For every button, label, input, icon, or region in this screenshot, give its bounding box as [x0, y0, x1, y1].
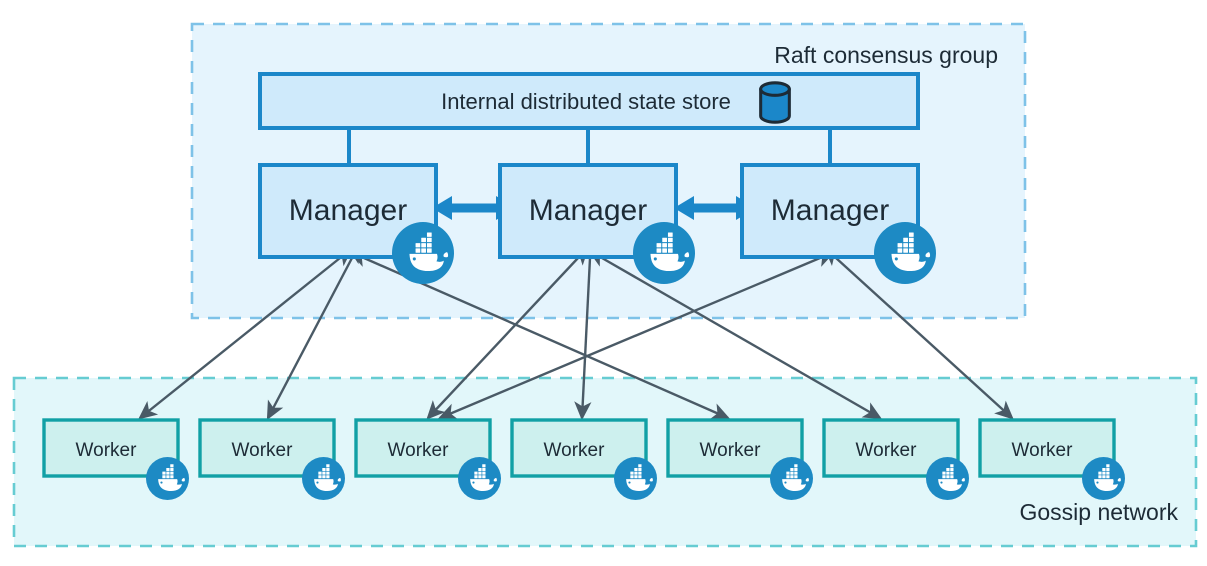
worker-node-4[interactable]: Worker [510, 418, 657, 500]
docker-whale-icon [874, 222, 936, 284]
worker-label-3: Worker [388, 440, 450, 461]
worker-label-1: Worker [76, 440, 138, 461]
manager-label-2: Manager [529, 194, 647, 227]
link-manager1-worker2 [266, 243, 360, 421]
gossip-panel-label: Gossip network [1019, 499, 1178, 525]
docker-whale-icon [614, 457, 657, 500]
worker-node-1[interactable]: Worker [42, 418, 189, 500]
docker-whale-icon [302, 457, 345, 500]
manager-label-1: Manager [289, 194, 407, 227]
internal-state-store-node[interactable]: Internal distributed state store [258, 72, 920, 130]
state-store-connectors [347, 128, 832, 165]
manager-node-2[interactable]: Manager [498, 163, 695, 284]
link-manager3-worker7 [823, 247, 1014, 420]
worker-label-6: Worker [856, 440, 918, 461]
docker-whale-icon [1082, 457, 1125, 500]
worker-node-6[interactable]: Worker [822, 418, 969, 500]
worker-node-3[interactable]: Worker [354, 418, 501, 500]
worker-label-5: Worker [700, 440, 762, 461]
docker-whale-icon [770, 457, 813, 500]
database-cylinder-icon [759, 81, 791, 124]
manager-node-1[interactable]: Manager [258, 163, 454, 284]
state-store-box[interactable] [258, 72, 920, 130]
docker-whale-icon [146, 457, 189, 500]
docker-whale-icon [458, 457, 501, 500]
worker-label-7: Worker [1012, 440, 1074, 461]
manager-node-3[interactable]: Manager [740, 163, 936, 284]
worker-node-5[interactable]: Worker [666, 418, 813, 500]
raft-panel-label: Raft consensus group [774, 42, 998, 68]
docker-whale-icon [926, 457, 969, 500]
docker-whale-icon [633, 222, 695, 284]
manager-label-3: Manager [771, 194, 889, 227]
docker-whale-icon [392, 222, 454, 284]
worker-label-2: Worker [232, 440, 294, 461]
manager-worker-links [138, 241, 1014, 421]
worker-node-7[interactable]: Worker [978, 418, 1125, 500]
link-manager3-worker3b [437, 250, 836, 420]
worker-label-4: Worker [544, 440, 606, 461]
state-store-label: Internal distributed state store [441, 89, 731, 114]
worker-node-2[interactable]: Worker [198, 418, 345, 500]
